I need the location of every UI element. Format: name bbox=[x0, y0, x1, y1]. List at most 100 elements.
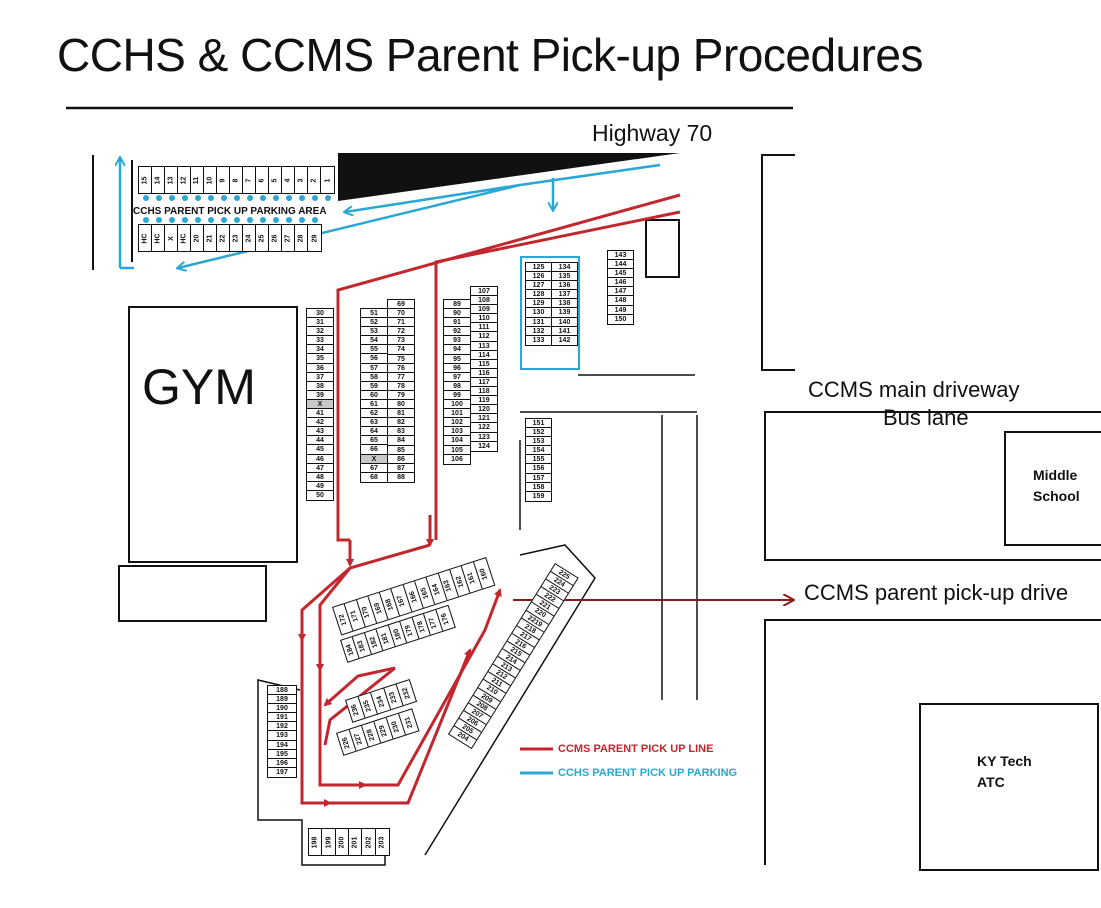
parking-space: 113 bbox=[471, 342, 497, 351]
parking-space: 148 bbox=[608, 296, 633, 306]
parking-space: 195 bbox=[268, 750, 296, 759]
parking-space: 23 bbox=[230, 217, 243, 251]
parking-space: 115 bbox=[471, 360, 497, 369]
parking-space: 196 bbox=[268, 759, 296, 768]
parking-space: HC bbox=[178, 217, 191, 251]
parking-space: 88 bbox=[397, 473, 405, 481]
parking-space: 59 bbox=[361, 382, 387, 391]
parking-space: 49 bbox=[307, 482, 333, 491]
parking-space: 149 bbox=[608, 306, 633, 315]
parking-space: 13 bbox=[165, 167, 178, 201]
parking-space: 138 bbox=[552, 299, 577, 309]
parking-space: 95 bbox=[444, 355, 470, 364]
parking-space: 96 bbox=[444, 364, 470, 373]
parking-space: 60 bbox=[361, 391, 387, 400]
parking-space: 111 bbox=[471, 323, 497, 333]
parking-space: 110 bbox=[471, 314, 497, 324]
parking-space: 137 bbox=[552, 290, 577, 300]
parking-space: HC bbox=[152, 217, 165, 251]
parking-space: 134 bbox=[552, 263, 577, 273]
parking-space: 82 bbox=[388, 418, 414, 428]
middle-school-label-2: School bbox=[1033, 488, 1080, 504]
parking-space: 44 bbox=[307, 436, 333, 446]
parking-space: 43 bbox=[307, 427, 333, 437]
parking-marker-icon bbox=[311, 195, 318, 201]
parking-marker-icon bbox=[272, 195, 279, 201]
ccms-main-driveway-label: CCMS main driveway bbox=[808, 377, 1020, 402]
parking-space: 58 bbox=[361, 373, 387, 382]
parking-space: 14 bbox=[152, 167, 165, 201]
parking-space: 151 bbox=[526, 419, 551, 429]
parking-space: 91 bbox=[444, 318, 470, 328]
parking-space: 124 bbox=[478, 442, 490, 450]
parking-space: 70 bbox=[388, 309, 414, 319]
parking-marker-icon bbox=[246, 195, 253, 201]
parking-marker-icon bbox=[272, 217, 279, 223]
parking-space: 106 bbox=[451, 455, 463, 463]
parking-space: 190 bbox=[268, 704, 296, 714]
parking-space: 126 bbox=[526, 272, 551, 282]
parking-space: 4 bbox=[282, 167, 295, 201]
parking-space: 21 bbox=[204, 217, 217, 251]
parking-space: 189 bbox=[268, 695, 296, 705]
parking-space: 12 bbox=[178, 167, 191, 201]
parking-space: 92 bbox=[444, 327, 470, 337]
parking-marker-icon bbox=[194, 217, 201, 223]
parking-marker-icon bbox=[311, 217, 318, 223]
parking-space: 29 bbox=[308, 217, 321, 251]
parking-space: 125 bbox=[526, 263, 551, 273]
parking-space: 118 bbox=[471, 387, 497, 397]
legend-ccms-label: CCMS PARENT PICK UP LINE bbox=[558, 743, 714, 755]
parking-space: 3 bbox=[295, 167, 308, 201]
parking-space: 197 bbox=[276, 768, 288, 776]
parking-space: 72 bbox=[388, 327, 414, 337]
parking-space: 157 bbox=[526, 474, 551, 483]
parking-space: 28 bbox=[295, 217, 308, 251]
gym-label: GYM bbox=[142, 359, 256, 415]
parking-space: 54 bbox=[361, 336, 387, 346]
parking-space: 61 bbox=[361, 400, 387, 410]
parking-space: 86 bbox=[388, 455, 414, 464]
parking-space: 77 bbox=[388, 373, 414, 382]
parking-space: 87 bbox=[388, 464, 414, 473]
ky-tech-label-1: KY Tech bbox=[977, 753, 1032, 769]
parking-space: 191 bbox=[268, 713, 296, 723]
parking-space: 101 bbox=[444, 409, 470, 419]
parking-space: 154 bbox=[526, 446, 551, 456]
parking-space: 130 bbox=[526, 308, 551, 318]
parking-space: X bbox=[361, 454, 387, 464]
parking-marker-icon bbox=[233, 217, 240, 223]
parking-space: 139 bbox=[552, 308, 577, 318]
parking-space: 158 bbox=[526, 483, 551, 492]
parking-space: 76 bbox=[388, 364, 414, 373]
parking-space: 109 bbox=[471, 305, 497, 315]
parking-space: 7 bbox=[243, 167, 256, 201]
parking-space: 85 bbox=[388, 446, 414, 455]
parking-space: 104 bbox=[444, 436, 470, 446]
island-building bbox=[645, 219, 680, 278]
parking-space: 136 bbox=[552, 281, 577, 291]
parking-space: 193 bbox=[268, 731, 296, 741]
parking-space: 6 bbox=[256, 167, 269, 201]
parking-space: 37 bbox=[307, 373, 333, 382]
parking-space: 203 bbox=[378, 836, 386, 848]
parking-marker-icon bbox=[259, 195, 266, 201]
parking-space: 105 bbox=[444, 446, 470, 455]
parking-space: 145 bbox=[608, 269, 633, 279]
parking-space: 142 bbox=[558, 336, 571, 344]
parking-space: 152 bbox=[526, 428, 551, 438]
bus-lane-label: Bus lane bbox=[883, 405, 969, 430]
parking-space: 9 bbox=[217, 167, 230, 201]
blue-outline-spaces bbox=[520, 256, 580, 370]
parking-space: 114 bbox=[471, 351, 497, 360]
parking-space: 128 bbox=[526, 290, 551, 300]
parking-space: 107 bbox=[471, 287, 497, 297]
